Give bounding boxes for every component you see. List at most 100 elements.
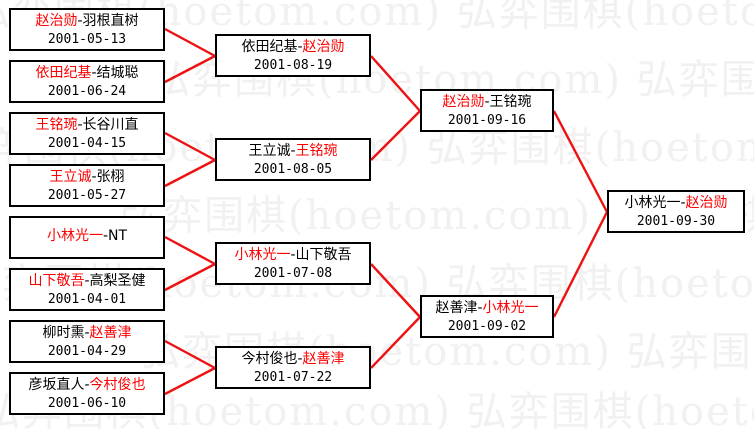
connector-line	[164, 54, 216, 84]
player-separator: -	[680, 195, 686, 211]
match-date: 2001-05-13	[47, 32, 127, 47]
match-date: 2001-06-10	[47, 396, 127, 411]
connector-line	[164, 235, 216, 266]
player-left: 赵善津	[435, 300, 478, 316]
match-players: 王立诚-王铭琬	[217, 140, 369, 161]
match-players: 山下敬吾-高梨圣健	[11, 270, 163, 291]
player-separator: -	[290, 143, 296, 159]
player-left: 依田纪基	[35, 65, 92, 81]
player-right: 王铭琬	[295, 143, 338, 159]
connector-line	[552, 110, 609, 213]
connector-line	[370, 263, 421, 318]
match-date: 2001-09-16	[447, 113, 527, 128]
connector-line	[370, 110, 421, 161]
player-right: 赵治勋	[302, 39, 345, 55]
match-date: 2001-05-27	[47, 188, 127, 203]
player-separator: -	[77, 117, 83, 133]
player-left: 赵治勋	[35, 13, 78, 29]
match-date: 2001-09-30	[636, 214, 716, 229]
match-players: 王立诚-张栩	[11, 166, 163, 187]
player-left: 小林光一	[624, 195, 681, 211]
player-left: 柳时熏	[42, 325, 85, 341]
match-players: 依田纪基-结城聪	[11, 62, 163, 83]
player-separator: -	[290, 247, 296, 263]
connector-line	[370, 55, 421, 112]
player-right: 赵善津	[302, 351, 345, 367]
match-players: 赵治勋-羽根直树	[11, 10, 163, 31]
player-right: 山下敬吾	[295, 247, 352, 263]
player-separator: -	[102, 228, 109, 244]
connector-line	[164, 158, 216, 188]
player-left: 王立诚	[49, 169, 92, 185]
match-date: 2001-04-15	[47, 136, 127, 151]
player-separator: -	[84, 377, 90, 393]
player-left: 山下敬吾	[28, 273, 85, 289]
match-date: 2001-04-01	[47, 292, 127, 307]
connector-line	[164, 262, 216, 292]
player-left: 王铭琬	[35, 117, 78, 133]
player-separator: -	[297, 39, 303, 55]
connector-line	[164, 366, 216, 396]
match-players: 小林光一-赵治勋	[609, 192, 743, 213]
player-separator: -	[91, 65, 97, 81]
player-left: 依田纪基	[241, 39, 298, 55]
match-players: 彦坂直人-今村俊也	[11, 374, 163, 395]
match-date: 2001-08-19	[253, 58, 333, 73]
player-separator: -	[84, 273, 90, 289]
player-left: 小林光一	[46, 228, 103, 244]
player-right: 张栩	[96, 169, 125, 185]
player-right: 小林光一	[482, 300, 539, 316]
match-date: 2001-04-29	[47, 344, 127, 359]
player-separator: -	[84, 325, 90, 341]
player-right: 结城聪	[96, 65, 139, 81]
match-date: 2001-08-05	[253, 162, 333, 177]
player-right: 今村俊也	[89, 377, 146, 393]
player-separator: -	[477, 300, 483, 316]
player-right: 赵治勋	[685, 195, 728, 211]
connector-line	[370, 316, 421, 369]
connector-line	[164, 339, 216, 370]
match-players: 依田纪基-赵治勋	[217, 36, 369, 57]
match-players: 王铭琬-长谷川直	[11, 114, 163, 135]
match-players: 小林光一-山下敬吾	[217, 244, 369, 265]
player-left: 赵治勋	[442, 94, 485, 110]
match-players: 小林光一-NT	[11, 218, 163, 246]
connector-line	[164, 27, 216, 58]
match-date: 2001-09-02	[447, 319, 527, 334]
match-players: 柳时熏-赵善津	[11, 322, 163, 343]
player-left: 今村俊也	[241, 351, 298, 367]
connector-line	[164, 131, 216, 162]
player-right: 羽根直树	[82, 13, 139, 29]
player-left: 王立诚	[248, 143, 291, 159]
match-players: 今村俊也-赵善津	[217, 348, 369, 369]
match-date: 2001-07-08	[253, 266, 333, 281]
match-players: 赵善津-小林光一	[422, 297, 552, 318]
player-separator: -	[77, 13, 83, 29]
player-left: 彦坂直人	[28, 377, 85, 393]
player-right: 赵善津	[89, 325, 132, 341]
match-date: 2001-07-22	[253, 370, 333, 385]
match-players: 赵治勋-王铭琬	[422, 91, 552, 112]
match-box[interactable]: 小林光一-NT	[9, 216, 165, 259]
player-right: 长谷川直	[82, 117, 139, 133]
player-right: 王铭琬	[489, 94, 532, 110]
player-right: 高梨圣健	[89, 273, 146, 289]
player-right: NT	[108, 228, 128, 244]
match-date: 2001-06-24	[47, 84, 127, 99]
connector-line	[552, 211, 609, 318]
